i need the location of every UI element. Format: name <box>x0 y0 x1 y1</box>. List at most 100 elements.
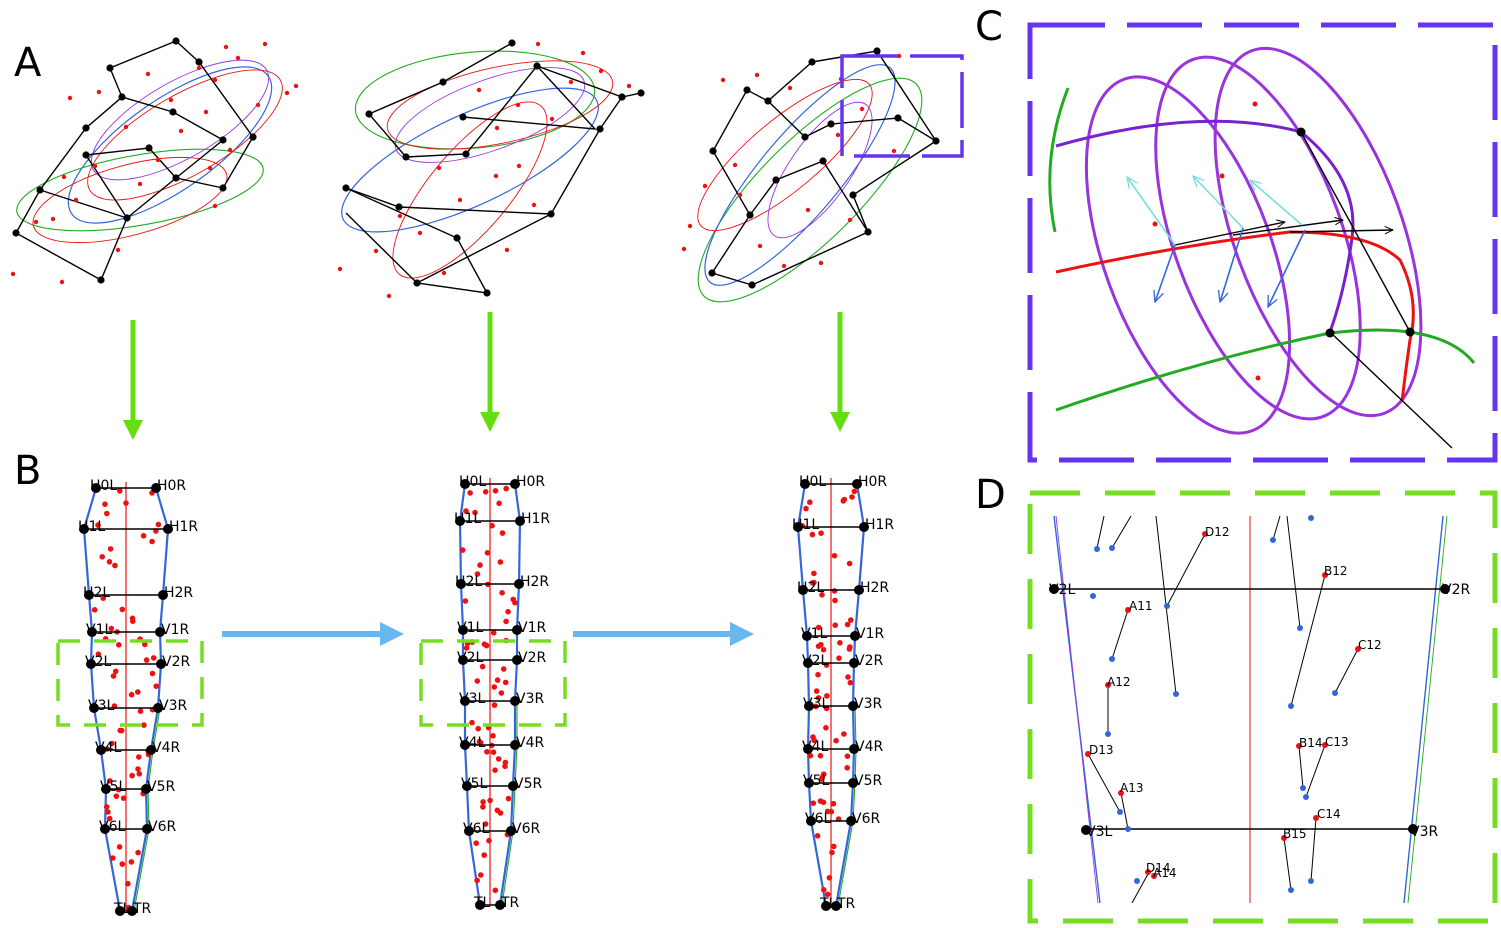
skeleton-left-contour <box>796 483 828 907</box>
skeleton-label-v6r: V6R <box>852 811 880 827</box>
skeleton-sample-point <box>107 546 114 552</box>
skeleton-sample-point <box>477 562 483 568</box>
skeleton-joint-v1r <box>850 631 860 641</box>
skeleton-joint-h1r <box>859 522 869 532</box>
skeleton-sample-point <box>113 793 120 799</box>
d-label-v3l: V3L <box>1086 824 1112 840</box>
skeleton-sample-point <box>819 592 825 598</box>
skeleton-joint-tr <box>831 901 841 911</box>
skeleton-sample-point <box>136 754 142 760</box>
skeleton-sample-point <box>810 800 817 806</box>
skeleton-sample-point <box>807 499 813 506</box>
skeleton-joint-tl <box>475 900 485 910</box>
skeleton-sample-point <box>490 733 496 739</box>
skeleton-joint-h1l <box>793 522 803 532</box>
panel-a-red-points <box>10 41 902 299</box>
skeleton-label-h2l: H2L <box>455 574 482 590</box>
panel-c <box>1027 22 1498 463</box>
skeleton-sample-point <box>823 725 829 731</box>
skeleton-sample-point <box>110 673 117 679</box>
skeleton-sample-point <box>120 795 127 801</box>
skeleton-joint-v5l <box>462 781 472 791</box>
skeleton-sample-point <box>803 505 809 512</box>
skeleton-label-h2r: H2R <box>520 574 549 590</box>
skeleton-joint-v2l <box>803 658 813 668</box>
skeleton-label-v2r: V2R <box>855 653 883 669</box>
skeleton-label-v2l: V2L <box>802 653 828 669</box>
skeleton-joint-v5r <box>848 778 858 788</box>
skeleton-sample-point <box>467 490 473 496</box>
skeleton-sample-point <box>128 691 135 698</box>
skeleton-label-v3l: V3L <box>803 696 829 712</box>
skeleton-label-v3l: V3L <box>88 698 114 714</box>
skeleton-sample-point <box>845 674 851 680</box>
skeleton-sample-point <box>91 607 98 613</box>
skeleton-label-v3r: V3R <box>516 691 544 707</box>
skeleton-sample-point <box>491 702 498 708</box>
skeleton-sample-point <box>821 887 827 893</box>
skeleton-joint-v4r <box>849 744 859 754</box>
skeleton-label-v4l: V4L <box>802 739 828 755</box>
skeleton-joint-v4l <box>460 740 470 750</box>
skeleton-sample-point <box>475 725 482 732</box>
skeleton-sample-point <box>829 849 835 856</box>
skeleton-label-v2r: V2R <box>162 654 190 670</box>
skeleton-sample-point <box>462 598 469 604</box>
skeleton-sample-point <box>831 552 838 559</box>
skeleton-joint-v5l <box>804 778 814 788</box>
skeleton-sample-point <box>104 510 110 517</box>
skeleton-right-contour <box>498 483 522 906</box>
skeleton-joint-v3l <box>89 703 99 713</box>
skeleton-sample-point <box>505 608 511 615</box>
skeleton-label-v5l: V5L <box>461 776 487 792</box>
skeleton-sample-point <box>486 837 492 844</box>
skeleton-joint-v4l <box>96 745 106 755</box>
skeleton-label-v4l: V4L <box>459 735 485 751</box>
skeleton-joint-v6l <box>464 826 474 836</box>
skeleton-sample-point <box>815 671 821 678</box>
skeleton-label-v6l: V6L <box>805 811 831 827</box>
skeleton-sample-point <box>478 872 484 878</box>
skeleton-sample-point <box>499 590 505 596</box>
skeleton-sample-point <box>480 799 486 805</box>
skeleton-sample-point <box>106 815 113 822</box>
skeleton-sample-point <box>813 688 820 694</box>
skeleton-label-h2r: H2R <box>164 585 193 601</box>
skeleton-sample-point <box>116 844 123 850</box>
skeleton-sample-point <box>106 559 113 565</box>
skeleton-joint-v4r <box>146 745 156 755</box>
skeleton-sample-point <box>814 833 821 839</box>
skeleton-label-v3r: V3R <box>854 696 882 712</box>
skeleton-joint-v1r <box>155 627 165 637</box>
skeleton-sample-point <box>848 617 854 623</box>
skeleton-sample-point <box>837 640 843 646</box>
skeleton-sample-point <box>135 766 141 772</box>
skeleton-joint-h0l <box>800 479 810 489</box>
d-label-d12: D12 <box>1205 525 1230 539</box>
skeleton-sample-point <box>492 767 498 773</box>
skeleton-joint-v5r <box>141 784 151 794</box>
skeleton-sample-point <box>135 849 141 856</box>
skeleton-label-v1r: V1R <box>161 622 189 638</box>
skeleton-joint-tl <box>115 906 125 916</box>
skeleton-sample-point <box>833 737 839 744</box>
skeleton-sample-point <box>844 753 851 759</box>
skeleton-sample-point <box>95 522 101 528</box>
skeleton-joint-tr <box>127 906 137 916</box>
panel-letter-a: A <box>14 40 42 86</box>
skeleton-label-h1r: H1R <box>169 519 198 535</box>
d-label-c14: C14 <box>1317 807 1341 821</box>
skeleton-joint-h1r <box>515 516 525 526</box>
skeleton-sample-point <box>815 695 822 701</box>
skeleton-label-h0l: H0L <box>799 474 826 490</box>
skeleton-sample-point <box>849 494 855 500</box>
skeleton-sample-point <box>819 776 825 782</box>
skeleton-sample-point <box>844 765 850 771</box>
skeleton-sample-point <box>820 646 827 653</box>
skeleton-sample-point <box>140 533 147 539</box>
skeleton-sample-point <box>490 630 497 636</box>
skeleton-sample-point <box>107 778 113 784</box>
skeleton-sample-point <box>149 538 155 545</box>
skeleton-sample-point <box>836 655 842 661</box>
